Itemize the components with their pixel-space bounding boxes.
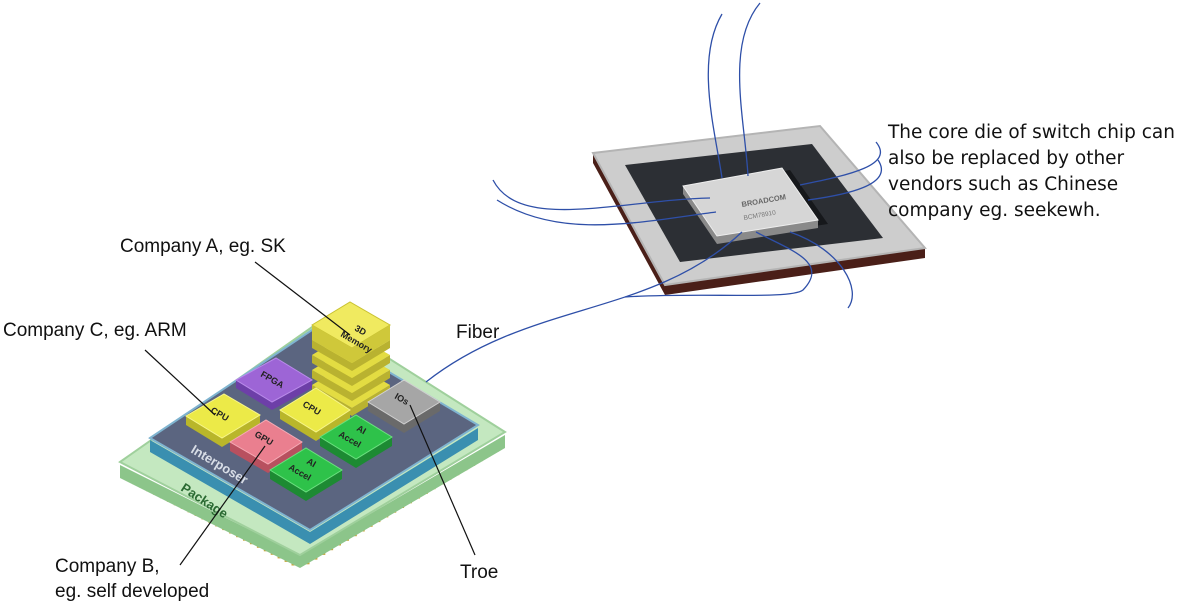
chiplet-package: Package Interposer 3D Memory FPGA <box>118 301 507 568</box>
note-line-4: company eg. seekewh. <box>888 200 1101 221</box>
label-company-b-line2: eg. self developed <box>55 581 209 602</box>
label-fiber: Fiber <box>456 322 500 343</box>
ai-upper-label-1: AI <box>355 423 368 436</box>
fpga-chip: FPGA <box>235 357 313 410</box>
fiber-top-2 <box>738 2 761 177</box>
ai-accel-lower-chip: AI Accel <box>269 447 343 501</box>
fiber-left-1 <box>492 179 711 211</box>
ios-chip: IOs <box>367 379 441 433</box>
label-company-a: Company A, eg. SK <box>120 236 286 257</box>
note-line-1: The core die of switch chip can <box>887 122 1175 143</box>
gpu-chip: GPU <box>229 419 303 473</box>
memory-stack: 3D Memory <box>311 301 391 416</box>
fiber-right-2 <box>807 159 882 201</box>
ai-lower-label-1: AI <box>305 456 318 469</box>
fiber-top-1 <box>707 13 723 179</box>
switch-fibers <box>425 2 882 383</box>
switch-die <box>682 167 819 237</box>
leader-company-b <box>179 445 266 566</box>
leader-company-c <box>144 349 216 416</box>
switch-die-side <box>683 186 818 244</box>
leader-troe <box>409 404 476 556</box>
ai-accel-upper-chip: AI Accel <box>319 414 393 468</box>
interposer-side <box>150 428 478 544</box>
label-company-c: Company C, eg. ARM <box>3 320 187 341</box>
switch-chip: BROADCOM BCM78910 <box>591 124 927 295</box>
switch-note: The core die of switch chip can also be … <box>887 122 1175 221</box>
fiber-to-package <box>425 231 743 383</box>
cpu-right-chip: CPU <box>279 387 351 441</box>
note-line-3: vendors such as Chinese <box>888 174 1118 195</box>
fiber-left-2 <box>496 199 717 226</box>
fiber-right-1 <box>799 141 882 186</box>
label-troe: Troe <box>460 562 498 583</box>
label-company-b-line1: Company B, <box>55 556 160 577</box>
leader-lines <box>144 261 476 566</box>
note-line-2: also be replaced by other <box>888 148 1125 169</box>
fiber-bottom-2 <box>789 231 853 309</box>
cpu-left-chip: CPU <box>185 393 261 447</box>
leader-company-a <box>254 261 351 336</box>
fiber-bottom-1 <box>624 231 813 298</box>
